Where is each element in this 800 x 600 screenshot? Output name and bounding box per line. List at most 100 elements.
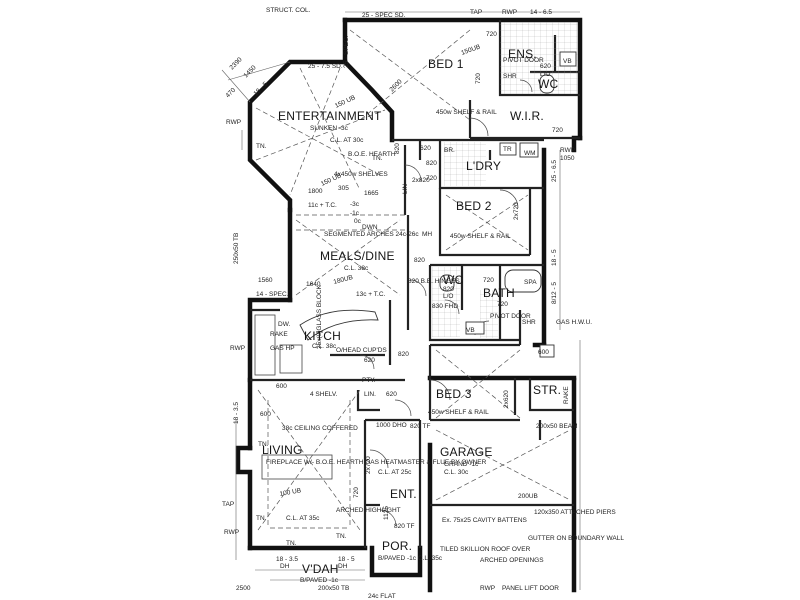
label-dim-620-lin: 620: [420, 145, 431, 152]
label-dim-2x620: 2x620: [503, 390, 510, 408]
label-wm-ldry: WM: [524, 150, 536, 157]
label-lin-bed3: LIN.: [364, 391, 376, 398]
room-wc-ens: WC: [538, 77, 559, 91]
room-bath: BATH: [483, 286, 515, 300]
label-rwp-bottom: RWP: [480, 585, 495, 592]
label-dim-820-ldry: 820: [426, 160, 437, 167]
room-bed1: BED 1: [428, 57, 464, 71]
label-lo-wc: L/O: [443, 293, 453, 300]
label-shelf-bed2: 450w SHELF & RAIL: [450, 233, 511, 240]
label-dim-720-c: 720: [552, 127, 563, 134]
label-bipaved-vdah: B/PAVED -1c: [300, 577, 339, 584]
label-pivot-door-bath: PIVOT DOOR: [490, 313, 531, 320]
label-dim-720-bath-b: 720: [497, 301, 508, 308]
label-ub-100: 100 UB: [279, 487, 302, 498]
label-flat-24c: 24c FLAT: [368, 593, 396, 600]
ceiling-lines: [255, 29, 571, 531]
label-dim-1050: 1050: [560, 155, 575, 162]
label-panel-lift: PANEL LIFT DOOR: [502, 585, 559, 592]
label-glass-block: 25x(0)GLASS BLOCK: [316, 284, 323, 349]
label-dw: DW.: [278, 321, 290, 328]
room-bed2: BED 2: [456, 199, 492, 213]
label-dim-1640: 1640: [306, 281, 321, 288]
label-dim-820-lin: 820: [394, 143, 401, 154]
label-rwp-left-2: RWP: [226, 119, 241, 126]
label-dim-720-bath-a: 720: [483, 277, 494, 284]
label-tc-13c: 13c + T.C.: [356, 291, 386, 298]
label-rwp-top: RWP: [502, 9, 517, 16]
label-sd-25-75: 25 - 7.5 SD.: [308, 63, 343, 70]
room-living: LIVING: [262, 443, 303, 457]
label-segmented: SEGMENTED ARCHES 24c-26c: [324, 231, 419, 238]
label-spec-25: 25 - SPEC.: [343, 35, 350, 68]
ensuite-vanity: [559, 51, 577, 67]
label-tn-liv-c: TN.: [336, 533, 347, 540]
label-dim-820-wc: 820: [443, 286, 454, 293]
label-shelf-4: 4 SHELV.: [310, 391, 338, 398]
label-pty: PTY.: [362, 377, 376, 384]
label-spec-14-65: 14 - 6.5: [530, 9, 552, 16]
label-spec-25-sd: 25 - SPEC SD.: [362, 12, 406, 19]
label-dim-820-k: 820: [398, 351, 409, 358]
label-spec-14: 14 - SPEC.: [256, 291, 289, 298]
laundry-tub: [499, 142, 517, 156]
label-dim-720-a: 720: [486, 31, 497, 38]
room-kitch: KITCH: [304, 329, 341, 343]
label-spec-8-12-5: 8/12 - 5: [551, 282, 558, 304]
label-dim-620-k: 620: [364, 357, 375, 364]
label-spa: SPA: [524, 279, 537, 286]
label-dim-720-ent: 720: [353, 487, 360, 498]
bath-vanity: [465, 321, 485, 335]
room-ent: ENT.: [390, 487, 417, 501]
label-dim-2500: 2500: [236, 585, 251, 592]
label-attached-piers: 120x350 ATTACHED PIERS: [534, 509, 616, 516]
label-vb-bath: VB: [466, 327, 475, 334]
label-cl-ent-25: C.L. AT 25c: [378, 469, 412, 476]
label-tc-11c: 11c + T.C.: [308, 202, 337, 209]
label-pivot-door-ens: PIVOT DOOR: [503, 57, 544, 64]
label-dim-600-bath: 600: [538, 349, 549, 356]
label-step-0c: 0c: [354, 218, 362, 225]
label-dim-1800: 1800: [308, 188, 323, 195]
label-rake-str: RAKE: [563, 386, 570, 404]
label-spec-18-5: 18 - 5: [551, 249, 558, 266]
hwu: [539, 344, 555, 358]
label-fireplace: FIREPLACE W/- B.O.E. HEARTH GAS HEATMAST…: [266, 459, 487, 466]
label-dim-620-b3: 620: [386, 391, 397, 398]
annotations: STRUCT. COL. 25 - SPEC SD. TAP RWP 14 - …: [222, 7, 624, 600]
label-dim-830-fhd: 830 FHD: [432, 303, 458, 310]
label-step-3c: -3c: [350, 201, 360, 208]
label-lo-ens: L/O: [540, 71, 550, 78]
label-bipaved-por: B/PAVED -1c C.L. 35c: [378, 555, 443, 562]
label-shr-bath: SHR: [522, 319, 536, 326]
label-sunken: SUNKEN -3c: [310, 125, 349, 132]
label-dim-720-ldry: 720: [426, 175, 437, 182]
label-shelf-bed3: 450w SHELF & RAIL: [428, 409, 489, 416]
label-coffered: 38c CEILING COFFERED: [282, 425, 358, 432]
label-dim-720-b: 720: [475, 73, 482, 84]
wc-toilet: [439, 274, 455, 292]
label-tap-top: TAP: [470, 9, 482, 16]
label-tn-ent-l: TN.: [256, 143, 267, 150]
label-beam-200: 200x50 BEAM: [536, 423, 578, 430]
kitchen-island: [299, 309, 379, 341]
label-dim-820-por: 820 TF: [394, 523, 415, 530]
label-dim-820-mh: 820: [414, 257, 425, 264]
label-rwp-right-1: RWP: [560, 147, 575, 154]
label-dim-2x820: 2x820: [412, 177, 430, 184]
label-mh: MH: [422, 231, 432, 238]
room-vdah: V'DAH: [302, 562, 339, 576]
label-tap-left: TAP: [222, 501, 234, 508]
label-dh-r: DH: [338, 563, 348, 570]
label-dim-600-liv: 600: [260, 411, 271, 418]
room-por: POR.: [382, 539, 412, 553]
label-gutter: GUTTER ON BOUNDARY WALL: [528, 535, 624, 542]
label-cl-kitch: C.L. 38c: [312, 343, 337, 350]
label-cl-garage: C.L. 30c: [444, 469, 469, 476]
label-tiled-skillion: TILED SKILLION ROOF OVER: [440, 546, 531, 553]
label-tb-250: 250x50 TB: [233, 233, 240, 264]
label-dim-620-ens: 620: [540, 63, 551, 70]
label-tn-vdah: TN.: [286, 540, 297, 547]
label-dim-600-k: 600: [276, 383, 287, 390]
